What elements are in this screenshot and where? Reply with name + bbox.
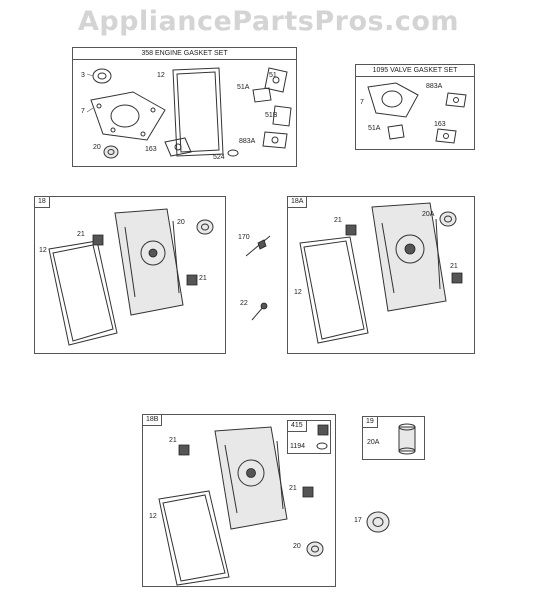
part-number-label: 21: [289, 485, 297, 492]
part-number-label: 170: [238, 234, 250, 241]
assembly-tag: 415: [288, 421, 307, 432]
part-number-label: 163: [145, 146, 157, 153]
crankcase-cover-18a-panel: 18A 21 20A 12 21: [287, 196, 475, 354]
part-number-label: 20A: [422, 211, 435, 218]
o-ring-part: [316, 442, 328, 450]
crankcase-cover-18-panel: 18 20 21 12 21: [34, 196, 226, 354]
kit-415-drawing: [316, 424, 329, 450]
part-number-label: 21: [450, 263, 458, 270]
assembly-tag: 18A: [288, 197, 308, 208]
watermark: AppliancePartsPros.com: [77, 6, 460, 37]
exhaust-gasket-part: [262, 131, 288, 149]
part-number-label: 883A: [426, 83, 443, 90]
part-number-label: 12: [149, 513, 157, 520]
part-number-label: 1194: [290, 443, 306, 450]
crankcase-gasket-part: [172, 67, 224, 157]
crankcase-cover-18-drawing: [48, 208, 214, 346]
part-number-label: 524: [213, 154, 225, 161]
valve-gasket-set-panel: 1095 VALVE GASKET SET 7 883A 51A 163: [355, 64, 475, 150]
part-number-label: 51: [269, 72, 277, 79]
part-number-label: 12: [157, 72, 165, 79]
oil-fill-plug-part: [451, 272, 463, 284]
crankcase-cover-part: [371, 202, 447, 312]
part-number-label: 21: [199, 275, 207, 282]
part-number-label: 20A: [367, 439, 380, 446]
oil-fill-plug-part: [345, 224, 357, 236]
valve-gasket-set-drawing: [367, 82, 467, 144]
engine-gasket-set-drawing: [86, 67, 292, 159]
part-number-label: 22: [240, 300, 248, 307]
part-number-label: 21: [334, 217, 342, 224]
part-number-label: 51A: [237, 84, 250, 91]
exhaust-gasket-part: [445, 92, 467, 108]
crankcase-gasket-part: [48, 240, 118, 346]
oil-fill-plug-part: [317, 424, 329, 436]
exhaust-gasket-part: [435, 128, 457, 144]
part-number-label: 51A: [368, 125, 381, 132]
kit-19-panel: 19 20A: [362, 416, 425, 460]
part-number-label: 7: [81, 108, 85, 115]
engine-gasket-set-panel: 358 ENGINE GASKET SET 3 12 5: [72, 47, 297, 167]
crankcase-gasket-part: [299, 236, 369, 344]
oil-seal-part: [103, 145, 119, 159]
part-number-label: 21: [77, 231, 85, 238]
kit-19-drawing: [398, 423, 416, 455]
intake-gasket-part: [252, 87, 272, 103]
part-number-label: 20: [177, 219, 185, 226]
part-number-label: 7: [360, 99, 364, 106]
valve-gasket-set-title: 1095 VALVE GASKET SET: [356, 65, 474, 77]
kit-415-panel: 415 1194: [287, 420, 331, 454]
oil-fill-plug-part: [178, 444, 190, 456]
part-number-label: 51B: [265, 112, 278, 119]
crankcase-cover-18b-panel: 18B 21 21 12 20: [142, 414, 336, 587]
crankcase-cover-part: [214, 426, 288, 530]
part-number-label: 20: [293, 543, 301, 550]
screw-part: [251, 305, 265, 321]
bushing-part: [398, 426, 416, 452]
oil-fill-plug-part: [186, 274, 198, 286]
crankcase-cover-18a-drawing: [299, 202, 463, 344]
exhaust-gasket-part: [164, 137, 192, 157]
part-number-label: 883A: [239, 138, 256, 145]
oil-seal-part: [306, 541, 324, 557]
part-number-label: 3: [81, 72, 85, 79]
oil-fill-plug-part: [302, 486, 314, 498]
oil-seal-part: [196, 219, 214, 235]
part-number-label: 20: [93, 144, 101, 151]
oil-fill-plug-part: [92, 234, 104, 246]
part-number-label: 12: [39, 247, 47, 254]
cylinder-head-gasket-part: [367, 82, 419, 118]
oil-seal-part: [439, 211, 457, 227]
part-number-label: 12: [294, 289, 302, 296]
cylinder-head-gasket-part: [90, 91, 166, 141]
part-number-label: 17: [354, 517, 362, 524]
assembly-tag: 18B: [143, 415, 163, 426]
oil-seal-part: [366, 511, 390, 533]
intake-gasket-part: [264, 67, 288, 93]
engine-gasket-set-title: 358 ENGINE GASKET SET: [73, 48, 296, 60]
o-ring-part: [227, 149, 239, 157]
part-number-label: 163: [434, 121, 446, 128]
crankcase-gasket-part: [158, 490, 230, 586]
oil-seal-part: [92, 68, 112, 84]
assembly-tag: 19: [363, 417, 378, 428]
crankcase-cover-part: [114, 208, 184, 316]
intake-gasket-part: [272, 105, 292, 127]
intake-gasket-part: [387, 124, 405, 140]
part-number-label: 21: [169, 437, 177, 444]
assembly-tag: 18: [35, 197, 50, 208]
crankcase-cover-18b-drawing: [158, 426, 324, 586]
